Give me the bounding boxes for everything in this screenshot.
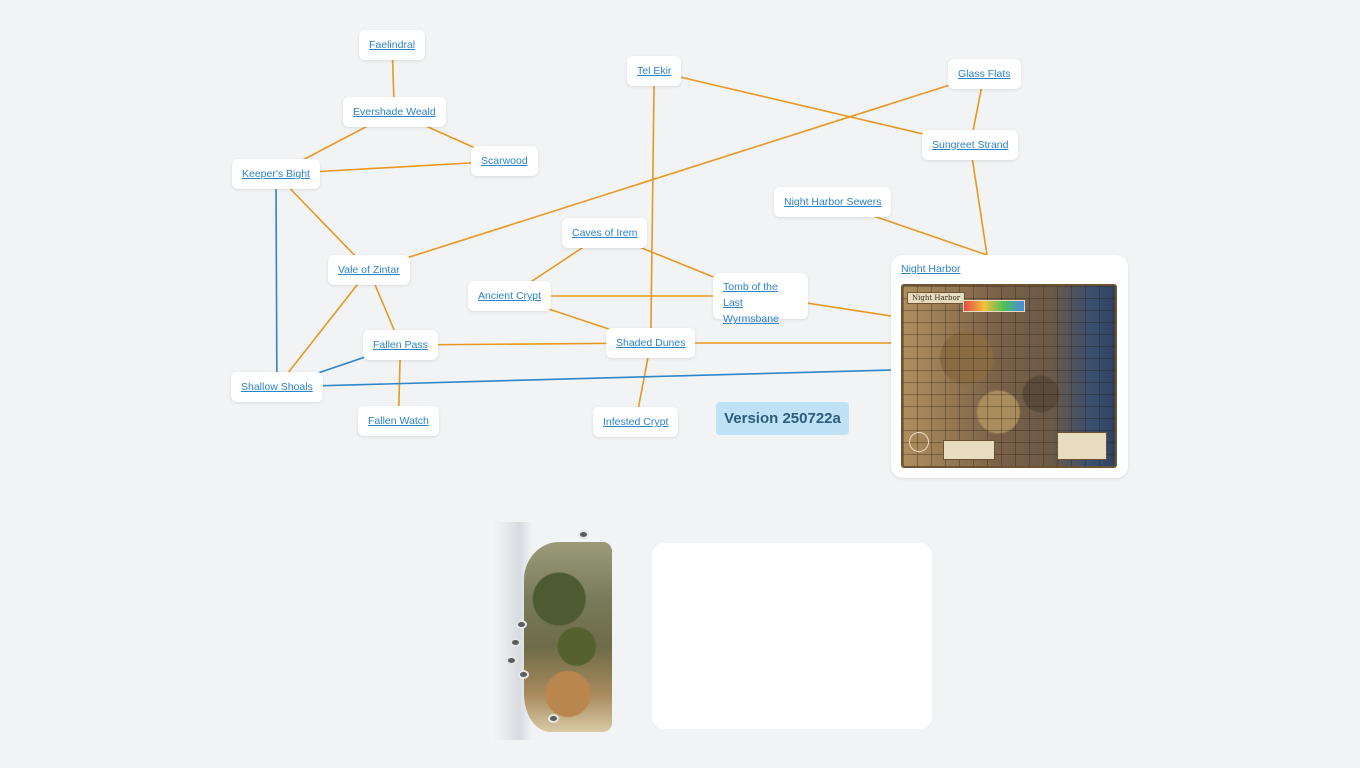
location-link[interactable]: Infested Crypt (603, 416, 669, 428)
location-link[interactable]: Tel Ekir (637, 65, 672, 77)
node-scarwood: Scarwood (471, 146, 538, 176)
map-cartouche (943, 440, 995, 460)
node-evershade-weald: Evershade Weald (343, 97, 446, 127)
location-link[interactable]: Scarwood (481, 155, 528, 167)
location-link[interactable]: Vale of Zintar (338, 264, 400, 276)
island-icon (580, 532, 587, 537)
map-legend (963, 300, 1025, 312)
island-icon (512, 640, 519, 645)
node-night-harbor-sewers: Night Harbor Sewers (774, 187, 892, 217)
location-link[interactable]: Keeper's Bight (242, 168, 310, 180)
node-tel-ekir: Tel Ekir (627, 56, 682, 86)
location-link[interactable]: Fallen Pass (373, 339, 428, 351)
location-link[interactable]: Shallow Shoals (241, 381, 313, 393)
node-fallen-watch: Fallen Watch (358, 406, 439, 436)
land-route-line (649, 70, 656, 344)
node-vale-of-zintar: Vale of Zintar (328, 255, 410, 285)
land-route-line (275, 173, 370, 271)
location-link[interactable]: Ancient Crypt (478, 290, 542, 302)
location-link[interactable]: Caves of Irem (572, 227, 638, 239)
compass-rose-icon (909, 432, 929, 452)
node-fallen-pass: Fallen Pass (363, 330, 438, 360)
location-link[interactable]: Evershade Weald (353, 106, 436, 118)
coastline-land (524, 542, 612, 732)
node-night-harbor-card: Night Harbor Night Harbor (891, 255, 1128, 478)
location-link[interactable]: Shaded Dunes (616, 337, 686, 349)
map-title-label: Night Harbor (907, 292, 966, 304)
node-shaded-dunes: Shaded Dunes (606, 328, 696, 358)
location-link[interactable]: Fallen Watch (368, 415, 429, 427)
land-route-line (276, 269, 370, 388)
location-link[interactable]: Faelindral (369, 39, 416, 51)
location-link[interactable]: Night Harbor Sewers (784, 196, 882, 208)
location-link[interactable]: Glass Flats (958, 68, 1011, 80)
version-badge: Version 250722a (716, 402, 849, 435)
land-route-line (654, 70, 971, 146)
node-caves-of-irem: Caves of Irem (562, 218, 648, 248)
node-faelindral: Faelindral (359, 30, 426, 60)
location-link[interactable]: Sungreet Strand (932, 139, 1009, 151)
night-harbor-map-image[interactable]: Night Harbor (901, 284, 1117, 468)
node-ancient-crypt: Ancient Crypt (468, 281, 552, 311)
sea-route-line (276, 369, 892, 388)
location-link[interactable]: Night Harbor (901, 263, 961, 275)
island-icon (508, 658, 515, 663)
sea-route-line (275, 173, 278, 388)
island-icon (518, 622, 525, 627)
island-icon (520, 672, 527, 677)
node-sungreet-strand: Sungreet Strand (922, 130, 1019, 160)
node-tomb-of-the-last-wyrmsbane: Tomb of the Last Wyrmsbane (713, 273, 808, 325)
node-glass-flats: Glass Flats (948, 59, 1021, 89)
map-key-panel (1057, 432, 1107, 460)
land-route-line (969, 144, 988, 256)
node-keepers-bight: Keeper's Bight (232, 159, 320, 189)
island-icon (550, 716, 557, 721)
land-route-line (368, 73, 985, 271)
empty-panel (652, 543, 932, 729)
node-shallow-shoals: Shallow Shoals (231, 372, 323, 402)
node-infested-crypt: Infested Crypt (593, 407, 679, 437)
location-link[interactable]: Tomb of the Last Wyrmsbane (723, 281, 779, 325)
terrain-map-fragment (490, 522, 612, 740)
